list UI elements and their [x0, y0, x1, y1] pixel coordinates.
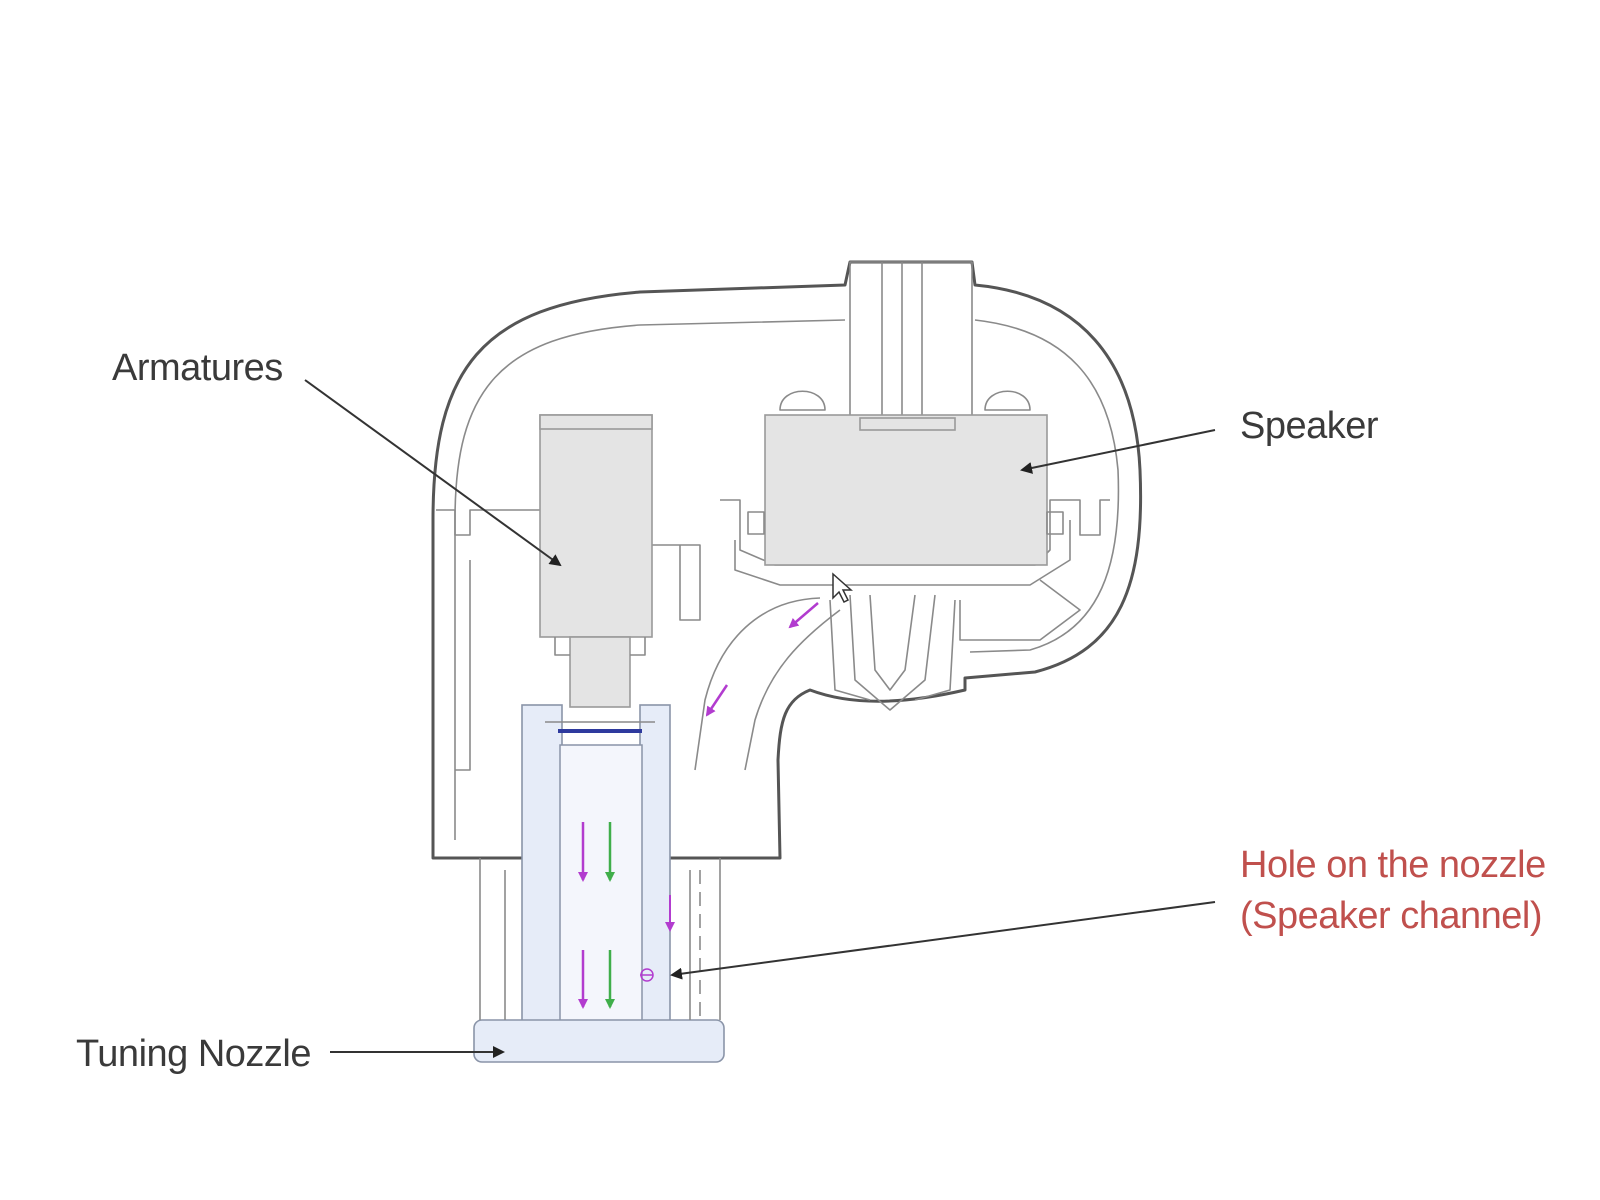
label-armatures: Armatures: [112, 347, 283, 389]
armatures-leader: [304, 379, 562, 567]
label-tuning-nozzle: Tuning Nozzle: [76, 1033, 311, 1075]
label-hole-line1: Hole on the nozzle: [1240, 844, 1546, 886]
speaker-leader: [1020, 429, 1216, 474]
speaker-body: [764, 414, 1048, 566]
inner-shell: [454, 319, 1120, 840]
speaker-bottom-ports: [829, 594, 956, 711]
label-speaker: Speaker: [1240, 405, 1379, 447]
nozzle-bore: [559, 744, 643, 1026]
inner-shell-steps: [436, 509, 701, 771]
speaker-housing: [720, 390, 1110, 641]
mouse-pointer-icon: [832, 572, 853, 604]
magenta-flow-arrow: [788, 602, 819, 629]
flow-arrows: [578, 602, 819, 1009]
magenta-flow-arrow: [705, 684, 729, 717]
label-hole-line2: (Speaker channel): [1240, 895, 1542, 937]
top-port: [849, 261, 973, 425]
tuning-nozzle: [473, 704, 725, 1063]
armatures-block: [539, 414, 653, 708]
outer-shell: [431, 260, 1143, 860]
hole-leader: [670, 901, 1216, 980]
speaker-sound-channel: [694, 597, 841, 771]
